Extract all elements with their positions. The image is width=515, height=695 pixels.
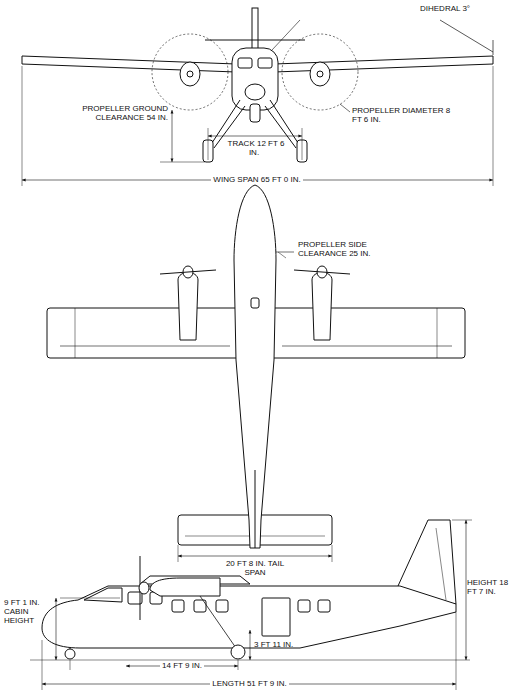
- dimension-label: 9 FT 1 IN. CABIN HEIGHT: [4, 598, 52, 625]
- dimension-label: PROPELLER DIAMETER 8 FT 6 IN.: [352, 106, 462, 124]
- front-view: [22, 8, 493, 186]
- dimension-label: 14 FT 9 IN.: [159, 661, 205, 670]
- dimension-label: TRACK 12 FT 6 IN.: [222, 139, 288, 157]
- dimension-label: LENGTH 51 FT 9 IN.: [209, 679, 290, 688]
- dimension-label: 3 FT 11 IN.: [254, 640, 314, 649]
- dimension-label: 20 FT 8 IN. TAIL SPAN: [215, 559, 295, 577]
- dimension-label: HEIGHT 18 FT 7 IN.: [467, 578, 511, 596]
- dimension-label: DIHEDRAL 3°: [420, 4, 500, 13]
- dimension-label: PROPELLER GROUND CLEARANCE 54 IN.: [40, 104, 168, 122]
- top-view: [47, 185, 465, 562]
- side-view: [30, 520, 472, 690]
- dimension-label: PROPELLER SIDE CLEARANCE 25 IN.: [298, 240, 418, 258]
- dimension-label: WING SPAN 65 FT 0 IN.: [210, 175, 304, 184]
